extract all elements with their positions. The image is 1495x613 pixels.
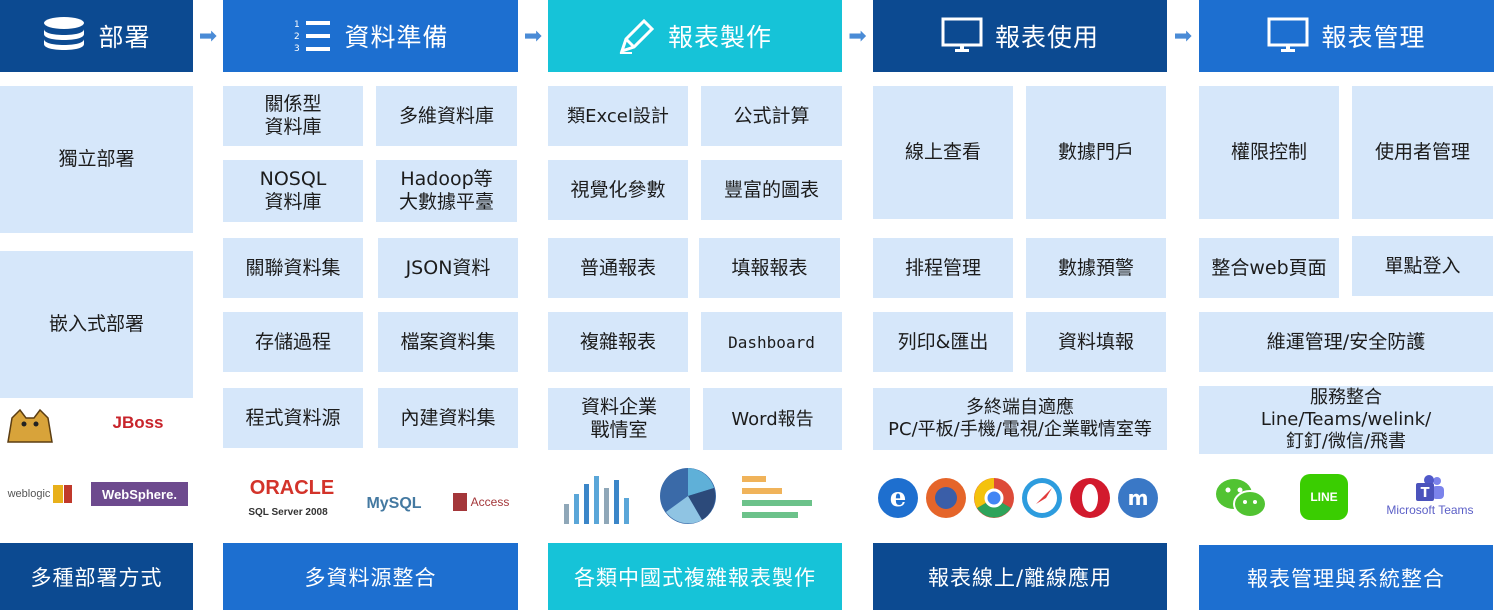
arrow-icon: ➡: [1173, 23, 1193, 49]
header-title: 報表管理: [1321, 23, 1426, 52]
header-title: 報表使用: [994, 23, 1099, 52]
monitor-icon: [1267, 17, 1309, 55]
oracle-logo: ORACLE: [249, 476, 335, 499]
item-stored-procedure: 存儲過程: [223, 312, 363, 372]
maxthon-icon: [1118, 478, 1158, 518]
item-multi-terminal: 多終端自適應 PC/平板/手機/電視/企業戰情室等: [873, 388, 1167, 450]
item-user-mgmt: 使用者管理: [1352, 86, 1493, 219]
item-dashboard: Dashboard: [701, 312, 842, 372]
pen-icon: [618, 17, 656, 55]
item-sso: 單點登入: [1352, 236, 1493, 296]
weblogic-logo: weblogic: [0, 482, 80, 506]
item-complex-report: 複雜報表: [548, 312, 688, 372]
bar-chart-icon: [556, 470, 646, 526]
item-enterprise-warroom: 資料企業 戰情室: [548, 388, 690, 450]
svg-text:T: T: [1421, 486, 1430, 501]
item-ops-security: 維運管理/安全防護: [1199, 312, 1493, 372]
websphere-logo: WebSphere.: [91, 482, 188, 506]
svg-text:m: m: [1128, 486, 1149, 510]
item-json-data: JSON資料: [378, 238, 518, 298]
item-file-dataset: 檔案資料集: [378, 312, 518, 372]
item-standalone-deploy: 獨立部署: [0, 86, 193, 233]
jboss-logo: JBoss: [112, 413, 164, 432]
header-data-prep: 1 2 3 資料準備: [223, 0, 518, 72]
item-relational-db: 關係型 資料庫: [223, 86, 363, 146]
ie-icon: [878, 478, 918, 518]
item-online-view: 線上查看: [873, 86, 1013, 219]
item-formula-calc: 公式計算: [701, 86, 842, 146]
footer-report-use: 報表線上/離線應用: [873, 543, 1167, 610]
item-multidim-db: 多維資料庫: [376, 86, 517, 146]
line-logo: LINE: [1300, 474, 1348, 520]
sqlserver-logo: SQL Server 2008: [248, 506, 328, 518]
header-report-use: 報表使用: [873, 0, 1167, 72]
item-data-fill: 資料填報: [1026, 312, 1166, 372]
item-fill-report: 填報報表: [699, 238, 840, 298]
svg-text:e: e: [890, 483, 907, 513]
item-related-dataset: 關聯資料集: [223, 238, 363, 298]
item-schedule-mgmt: 排程管理: [873, 238, 1013, 298]
mysql-logo: MySQL: [366, 495, 422, 512]
footer-deploy: 多種部署方式: [0, 543, 193, 610]
header-title: 報表製作: [667, 23, 772, 52]
pie-chart-icon: [658, 466, 718, 526]
item-excel-design: 類Excel設計: [548, 86, 688, 146]
monitor-icon: [941, 17, 983, 55]
tomcat-logo: [2, 404, 58, 444]
footer-report-design: 各類中國式複雜報表製作: [548, 543, 842, 610]
header-title: 資料準備: [344, 23, 449, 52]
teams-logo: T Microsoft Teams: [1378, 470, 1482, 522]
svg-text:2: 2: [294, 32, 301, 42]
header-report-design: 報表製作: [548, 0, 842, 72]
item-visual-params: 視覺化參數: [548, 160, 688, 220]
footer-report-manage: 報表管理與系統整合: [1199, 545, 1493, 610]
item-nosql-db: NOSQL 資料庫: [223, 160, 363, 222]
arrow-icon: ➡: [523, 23, 543, 49]
footer-data-prep: 多資料源整合: [223, 543, 518, 610]
svg-text:3: 3: [294, 44, 301, 54]
header-report-manage: 報表管理: [1199, 0, 1494, 72]
database-icon: [42, 16, 86, 56]
item-data-alert: 數據預警: [1026, 238, 1166, 298]
item-builtin-dataset: 內建資料集: [378, 388, 518, 448]
item-program-source: 程式資料源: [223, 388, 363, 448]
item-word-report: Word報告: [703, 388, 842, 450]
item-service-integration: 服務整合 Line/Teams/welink/ 釘釘/微信/飛書: [1199, 386, 1493, 454]
svg-text:1: 1: [294, 20, 301, 30]
item-web-integration: 整合web頁面: [1199, 238, 1339, 298]
item-data-portal: 數據門戶: [1026, 86, 1166, 219]
item-rich-charts: 豐富的圖表: [701, 160, 842, 220]
arrow-icon: ➡: [198, 23, 218, 49]
item-print-export: 列印&匯出: [873, 312, 1013, 372]
numbered-list-icon: 1 2 3: [292, 16, 332, 56]
hbar-chart-icon: [740, 470, 840, 526]
item-permission-control: 權限控制: [1199, 86, 1339, 219]
browser-icons: e m: [876, 474, 1166, 522]
item-embedded-deploy: 嵌入式部署: [0, 251, 193, 398]
item-normal-report: 普通報表: [548, 238, 688, 298]
arrow-icon: ➡: [848, 23, 867, 49]
item-hadoop: Hadoop等 大數據平臺: [376, 160, 517, 222]
access-logo: Access: [446, 490, 516, 514]
wechat-logo: [1212, 474, 1272, 522]
header-deploy: 部署: [0, 0, 193, 72]
header-title: 部署: [98, 23, 151, 52]
